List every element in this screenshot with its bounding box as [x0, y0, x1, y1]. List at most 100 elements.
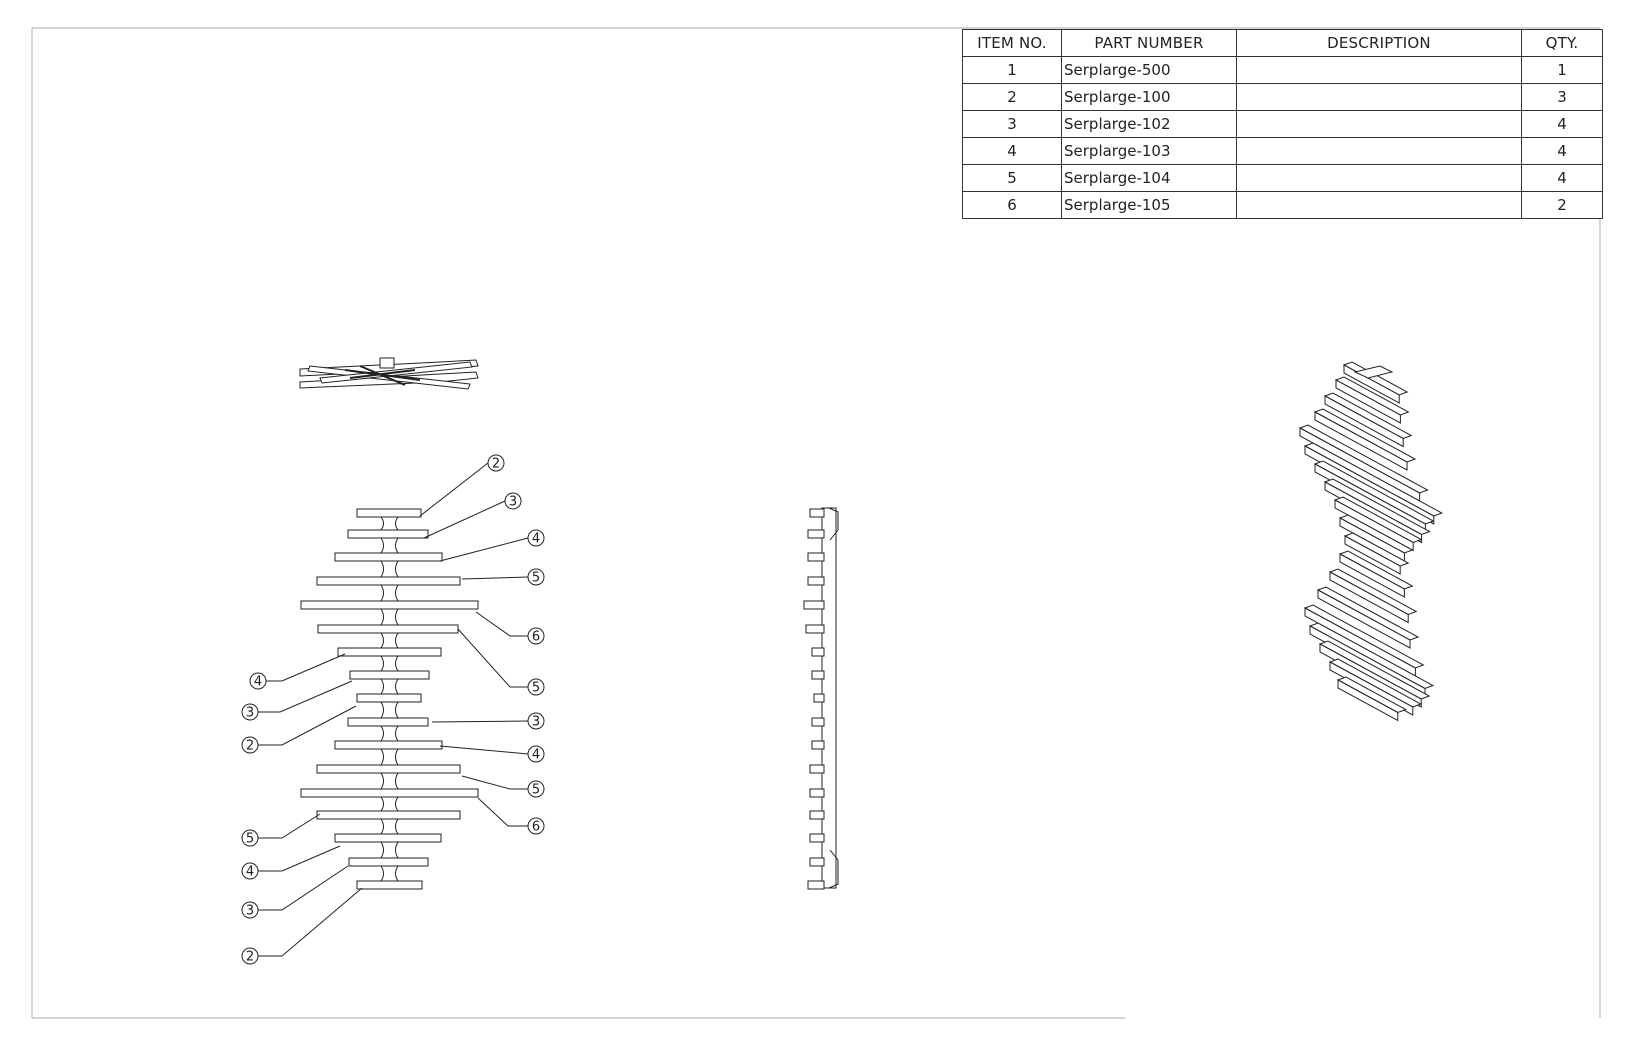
side-stub	[811, 717, 825, 727]
balloon-item-3: 3	[431, 712, 545, 730]
balloon-label: 6	[532, 820, 540, 835]
slats	[300, 508, 479, 890]
side-stub	[809, 810, 825, 820]
bom-part-number: Serplarge-100	[1061, 83, 1237, 111]
spine-link	[380, 725, 399, 742]
side-stub	[809, 764, 825, 774]
bom-header-item: ITEM NO.	[962, 29, 1062, 57]
spine-link	[380, 748, 399, 766]
balloon-label: 5	[532, 783, 540, 798]
bom-description	[1236, 110, 1522, 138]
bom-row: 2 Serplarge-100 3	[962, 83, 1603, 111]
iso-slat-face	[1329, 571, 1409, 624]
slat	[316, 764, 461, 774]
bom-qty: 2	[1521, 191, 1603, 219]
balloon-label: 2	[492, 457, 500, 472]
balloon-label: 2	[246, 950, 254, 965]
bom-description	[1236, 191, 1522, 219]
bom-qty: 4	[1521, 164, 1603, 192]
balloon-item-6: 6	[475, 611, 545, 645]
side-stub	[809, 857, 825, 867]
spine-link	[380, 632, 399, 649]
bom-part-number: Serplarge-102	[1061, 110, 1237, 138]
bom-part-number: Serplarge-103	[1061, 137, 1237, 165]
spine-link	[380, 584, 399, 602]
bom-qty: 4	[1521, 110, 1603, 138]
side-stub	[807, 552, 825, 562]
balloon-label: 5	[532, 681, 540, 696]
balloon-item-2: 2	[241, 705, 357, 754]
spine-link	[380, 818, 399, 835]
side-stub	[811, 647, 825, 657]
side-stub	[807, 576, 825, 586]
bom-qty: 4	[1521, 137, 1603, 165]
bom-row: 5 Serplarge-104 4	[962, 164, 1603, 192]
spine-link	[380, 608, 399, 626]
bom-item-no: 6	[962, 191, 1062, 219]
spine	[380, 516, 399, 882]
spine-link	[380, 655, 399, 672]
balloons: 2 3 4 5 6 5 3 4	[241, 454, 545, 965]
bom-description	[1236, 137, 1522, 165]
slat	[334, 552, 443, 562]
front-view	[300, 508, 479, 890]
slat	[317, 624, 459, 634]
side-stub	[803, 600, 825, 610]
side-profile	[828, 507, 839, 541]
top-view	[299, 357, 479, 390]
iso-cap	[1353, 365, 1394, 379]
balloon-item-2: 2	[419, 454, 505, 517]
balloon-item-2: 2	[241, 887, 363, 965]
bill-of-materials-table: ITEM NO. PART NUMBER DESCRIPTION QTY. 1 …	[962, 29, 1603, 219]
bom-qty: 3	[1521, 83, 1603, 111]
slat	[347, 529, 429, 539]
iso-slat-face	[1317, 589, 1411, 649]
balloon-label: 3	[246, 904, 254, 919]
balloon-label: 4	[254, 675, 262, 690]
spine-link	[380, 841, 399, 859]
bom-header-description: DESCRIPTION	[1236, 29, 1522, 57]
bom-header-row: ITEM NO. PART NUMBER DESCRIPTION QTY.	[962, 29, 1603, 57]
bom-description	[1236, 56, 1522, 84]
bom-part-number: Serplarge-105	[1061, 191, 1237, 219]
balloon-item-4: 4	[439, 745, 545, 763]
balloon-item-4: 4	[241, 845, 341, 880]
slat	[334, 833, 442, 843]
balloon-item-5: 5	[461, 775, 545, 798]
spine-link	[380, 560, 399, 578]
iso-slat-face	[1324, 395, 1404, 448]
bom-row: 6 Serplarge-105 2	[962, 191, 1603, 219]
slat	[316, 576, 461, 586]
slat	[347, 717, 429, 727]
side-stub	[811, 740, 825, 750]
bom-part-number: Serplarge-104	[1061, 164, 1237, 192]
slat	[356, 693, 422, 703]
side-stub	[807, 529, 825, 539]
balloon-label: 4	[532, 532, 540, 547]
side-stub	[809, 788, 825, 798]
balloon-item-4: 4	[439, 529, 545, 562]
spine-link	[380, 516, 399, 531]
bom-item-no: 4	[962, 137, 1062, 165]
iso-slat-face	[1343, 364, 1400, 404]
side-stub	[807, 880, 825, 890]
bom-item-no: 3	[962, 110, 1062, 138]
slat	[337, 647, 442, 657]
balloon-label: 3	[246, 706, 254, 721]
iso-slat-face	[1339, 553, 1405, 598]
slat	[356, 880, 423, 890]
balloon-item-3: 3	[241, 865, 349, 919]
slat	[300, 600, 479, 610]
side-stub	[813, 693, 825, 703]
bom-item-no: 5	[962, 164, 1062, 192]
spine-link	[380, 701, 399, 719]
spine-link	[380, 537, 399, 554]
bom-description	[1236, 83, 1522, 111]
bom-header-part: PART NUMBER	[1061, 29, 1237, 57]
side-stub	[809, 833, 825, 843]
iso-slat-face	[1337, 679, 1399, 722]
bom-item-no: 2	[962, 83, 1062, 111]
slat	[316, 810, 461, 820]
balloon-item-4: 4	[249, 653, 346, 690]
